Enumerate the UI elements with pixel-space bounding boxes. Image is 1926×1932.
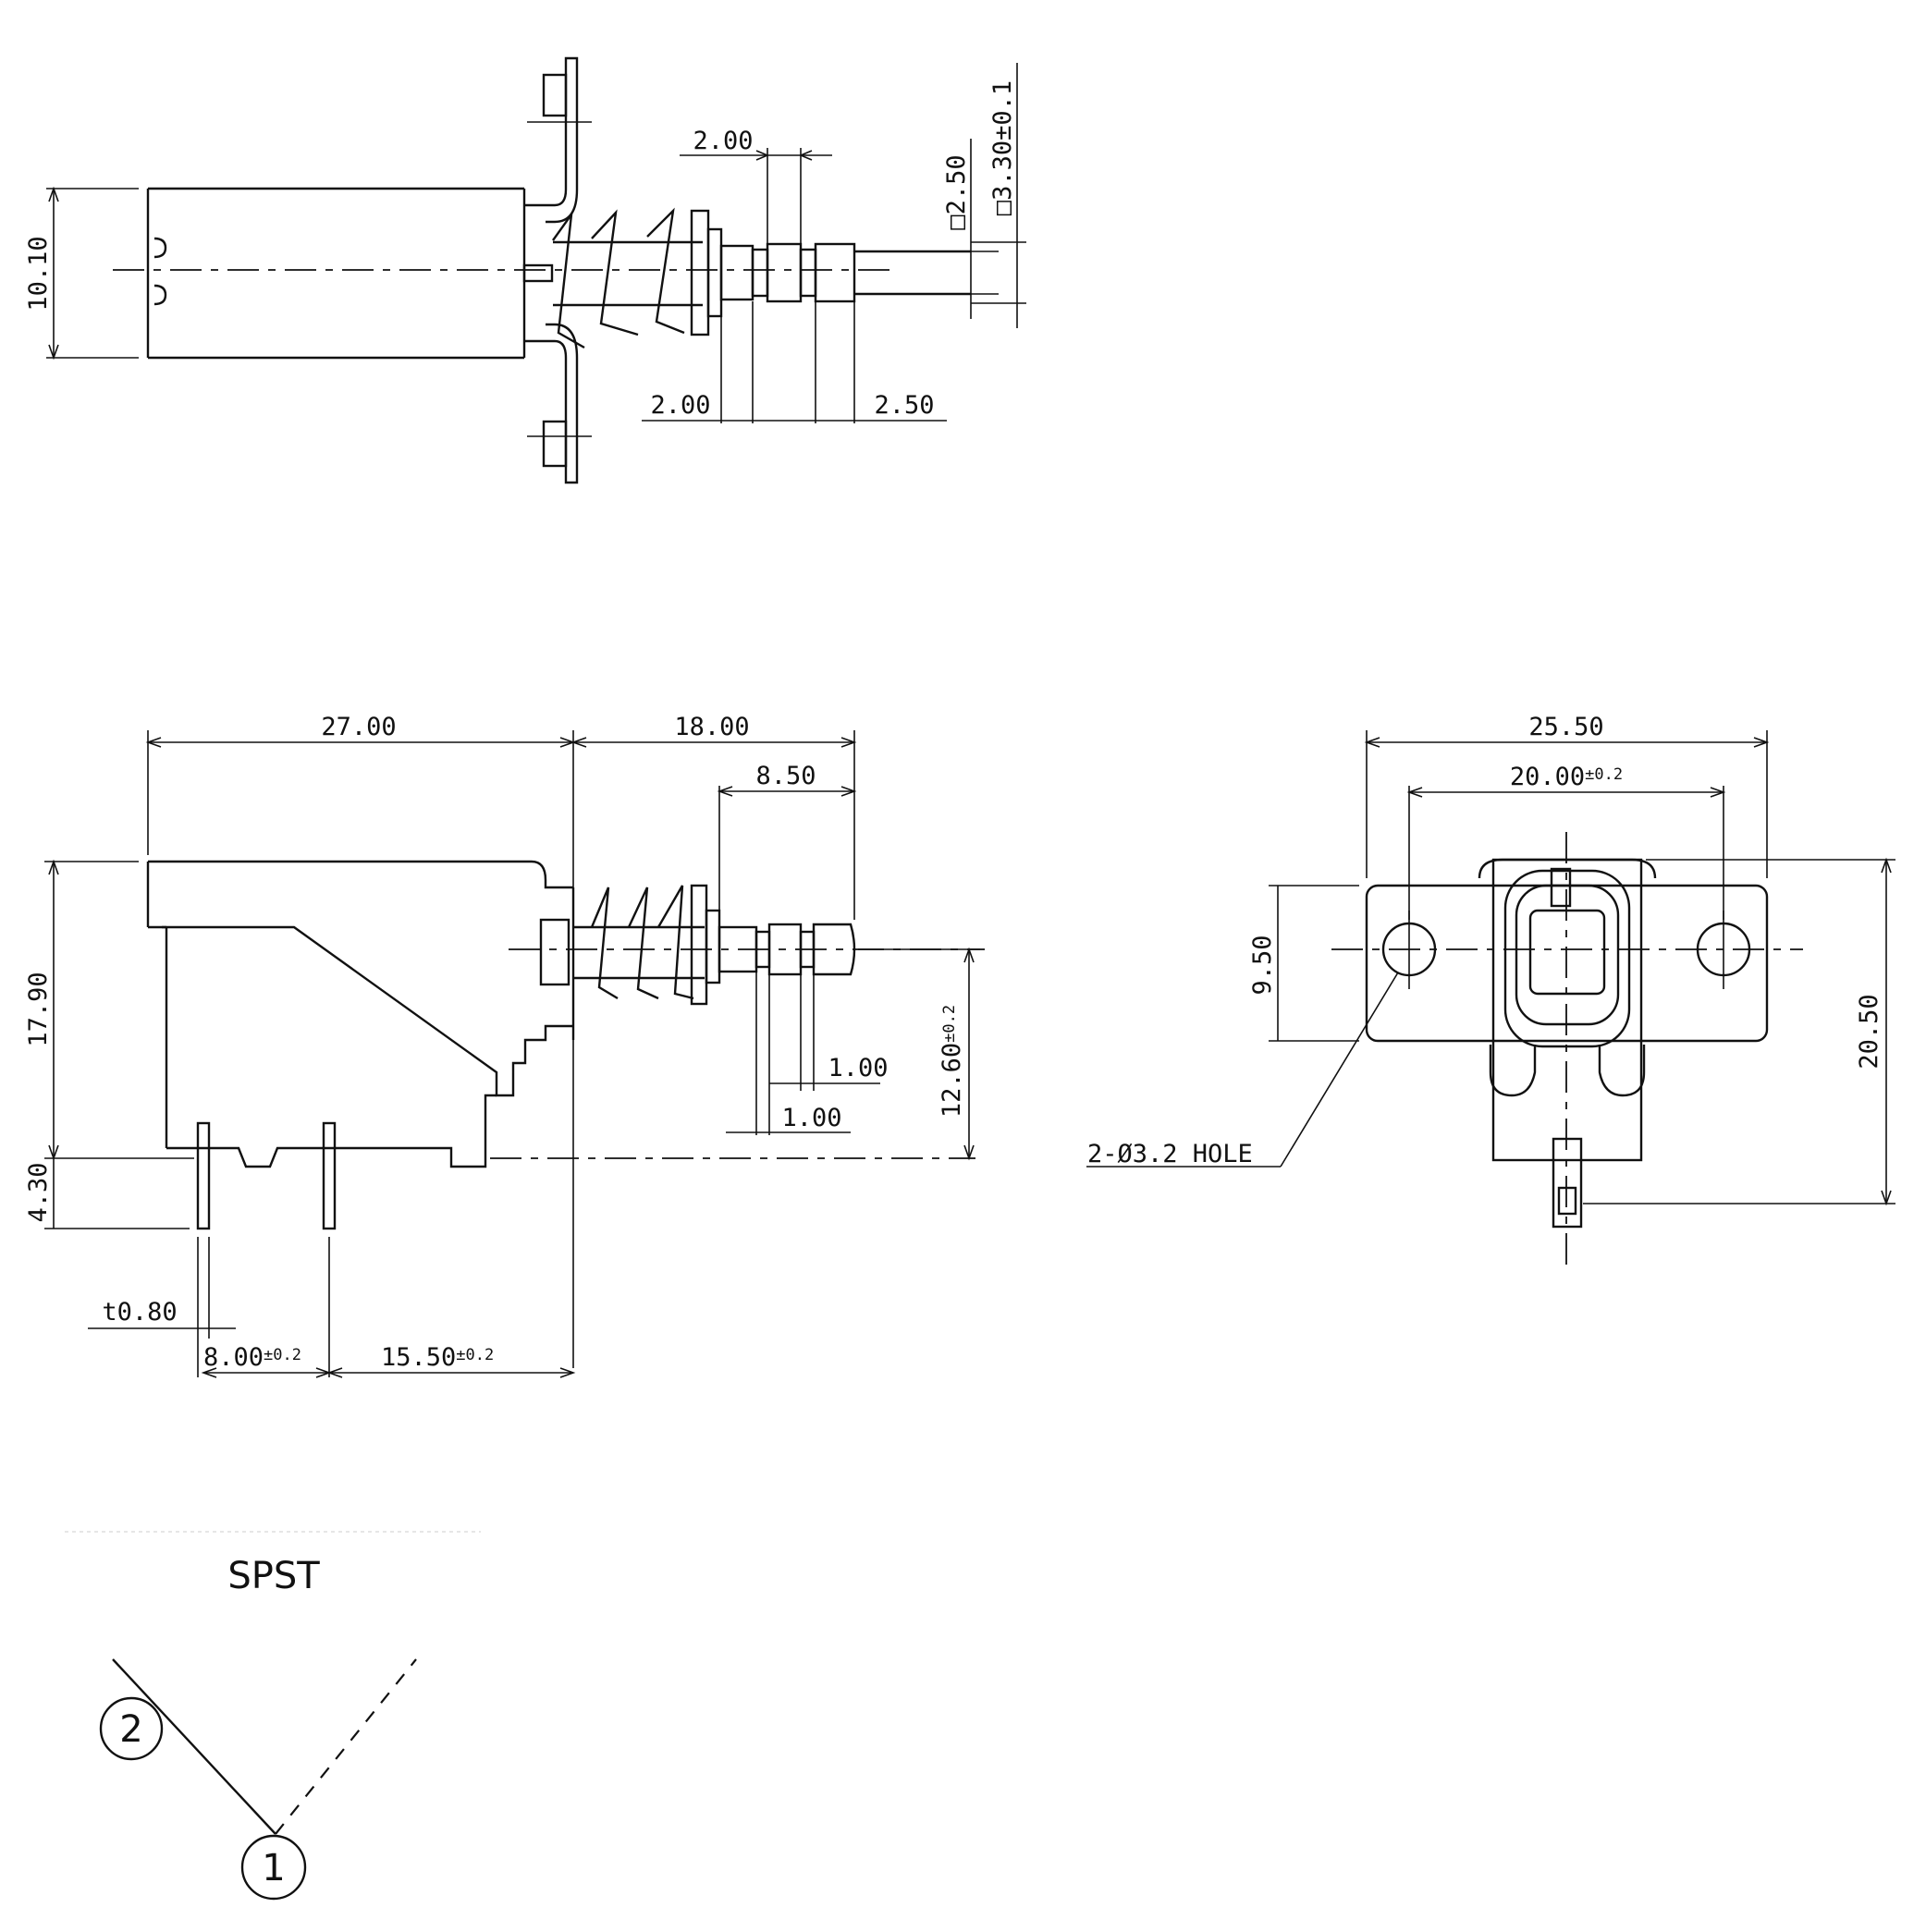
dim-side-pin-to-front: 15.50±0.2 <box>381 1343 494 1372</box>
front-view: 25.50 20.00±0.2 9.50 20.50 2-Ø3.2 HOLE <box>1086 713 1895 1266</box>
dim-side-pin-pitch: 8.00±0.2 <box>203 1343 301 1372</box>
dim-side-cap-b: 1.00 <box>781 1104 841 1132</box>
dim-front-hole-pitch: 20.00±0.2 <box>1510 763 1623 791</box>
dim-side-body-length: 27.00 <box>321 713 396 741</box>
dim-front-flange-width: 25.50 <box>1528 713 1603 741</box>
side-view: 27.00 18.00 8.50 17.90 4.30 12.60±0.2 1.… <box>24 713 985 1378</box>
top-mounting-bracket <box>522 56 592 484</box>
side-plunger <box>690 884 856 1006</box>
switch-contact-line <box>112 1658 276 1835</box>
dim-side-pin-length: 4.30 <box>24 1162 53 1222</box>
dim-side-cap-a: 1.00 <box>828 1054 888 1082</box>
top-plunger <box>690 209 971 336</box>
dim-top-height: 10.10 <box>24 236 53 311</box>
dim-top-sq-330: □3.30±0.1 <box>988 80 1017 215</box>
terminal-1-circle <box>240 1834 307 1901</box>
dim-top-bottom-right: 2.50 <box>874 391 934 420</box>
dim-side-cap-length: 8.50 <box>755 762 816 790</box>
dim-side-pin-thickness: t0.80 <box>102 1298 177 1327</box>
dim-top-sq-250: □2.50 <box>942 154 971 229</box>
dim-front-flange-height: 9.50 <box>1248 935 1277 995</box>
side-body-outline <box>146 860 575 1168</box>
schematic-title: SPST <box>227 1555 320 1597</box>
dim-side-axis-height: 12.60±0.2 <box>938 1005 966 1118</box>
front-housing <box>1478 858 1657 1229</box>
top-view: 10.10 2.00 □2.50 □3.30±0.1 2.00 2.50 <box>24 56 1026 484</box>
side-spring <box>539 885 705 1000</box>
terminal-1-label: 1 <box>262 1847 285 1889</box>
dim-top-bottom-left: 2.00 <box>650 391 710 420</box>
dim-front-total-height: 20.50 <box>1855 994 1883 1069</box>
top-spring <box>552 207 703 349</box>
terminal-2-circle <box>99 1696 164 1761</box>
top-body-outline <box>146 187 526 360</box>
hole-callout: 2-Ø3.2 HOLE <box>1087 1140 1253 1168</box>
dim-side-height: 17.90 <box>24 972 53 1046</box>
dim-side-stroke-length: 18.00 <box>674 713 749 741</box>
switch-open-path <box>275 1658 417 1835</box>
side-terminals <box>196 1121 337 1230</box>
dim-top-pitch: 2.00 <box>693 127 753 155</box>
spst-schematic: SPST 2 1 <box>65 1531 481 1901</box>
terminal-2-label: 2 <box>119 1708 142 1751</box>
